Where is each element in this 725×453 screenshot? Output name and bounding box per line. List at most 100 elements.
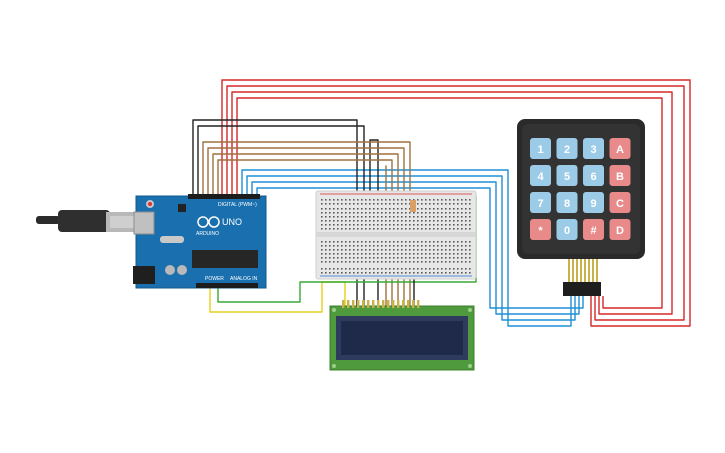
breadboard-hole [341,253,343,255]
breadboard-hole [357,249,359,251]
breadboard-hole [349,203,351,205]
keypad-key-*[interactable] [530,219,551,240]
breadboard-hole [365,203,367,205]
keypad-key-label: 3 [590,144,596,156]
breadboard-hole [453,212,455,214]
keypad-key-6[interactable] [583,165,604,186]
keypad-key-1[interactable] [530,138,551,159]
breadboard-hole [445,203,447,205]
breadboard-hole [357,257,359,259]
breadboard-hole [393,272,395,274]
breadboard-hole [413,212,415,214]
breadboard-hole [385,245,387,247]
breadboard-hole [433,216,435,218]
breadboard-hole [433,224,435,226]
breadboard-hole [409,249,411,251]
breadboard-hole [385,224,387,226]
breadboard-hole [433,253,435,255]
breadboard-hole [341,203,343,205]
keypad-key-4[interactable] [530,165,551,186]
breadboard-hole [345,208,347,210]
breadboard-hole [325,224,327,226]
reset-button-cap[interactable] [148,202,152,206]
keypad-key-3[interactable] [583,138,604,159]
breadboard-hole [409,203,411,205]
breadboard-hole [437,241,439,243]
breadboard-hole [397,257,399,259]
breadboard-hole [341,208,343,210]
breadboard-hole [373,228,375,230]
breadboard-hole [433,212,435,214]
wire-red-1 [221,79,691,327]
breadboard-hole [425,199,427,201]
breadboard-hole [373,220,375,222]
keypad-key-C[interactable] [609,192,631,213]
lcd-pin [347,300,350,308]
breadboard-hole [449,257,451,259]
breadboard-hole [337,203,339,205]
breadboard-hole [437,249,439,251]
breadboard-hole [365,220,367,222]
breadboard-hole [401,268,403,270]
breadboard-hole [381,208,383,210]
breadboard-hole [341,224,343,226]
keypad-key-8[interactable] [556,192,578,213]
wire-red-4 [236,97,663,309]
breadboard-hole [449,208,451,210]
breadboard-hole [413,220,415,222]
breadboard-hole [345,220,347,222]
breadboard-hole [433,261,435,263]
keypad-key-B[interactable] [609,165,631,186]
breadboard-hole [389,245,391,247]
breadboard-hole [337,220,339,222]
breadboard-holes [321,199,471,274]
breadboard-hole [453,249,455,251]
breadboard-hole [381,257,383,259]
breadboard-hole [445,216,447,218]
keypad-key-D[interactable] [609,219,631,240]
breadboard-hole [425,261,427,263]
breadboard-hole [457,253,459,255]
breadboard-hole [337,261,339,263]
breadboard-hole [409,253,411,255]
breadboard-hole [349,268,351,270]
breadboard-hole [325,220,327,222]
keypad-key-#[interactable] [583,219,604,240]
breadboard-hole [441,241,443,243]
breadboard-hole [397,199,399,201]
keypad-key-A[interactable] [609,138,631,159]
breadboard-hole [421,203,423,205]
breadboard-hole [337,224,339,226]
breadboard-hole [441,220,443,222]
breadboard-hole [457,257,459,259]
keypad-key-7[interactable] [530,192,551,213]
icsp-header [178,204,186,212]
breadboard-hole [433,228,435,230]
keypad-key-2[interactable] [556,138,578,159]
breadboard-hole [341,245,343,247]
breadboard-hole [461,268,463,270]
breadboard-hole [353,203,355,205]
breadboard-hole [421,228,423,230]
breadboard-hole [393,199,395,201]
breadboard-hole [461,220,463,222]
breadboard-hole [417,220,419,222]
breadboard-hole [469,261,471,263]
breadboard-hole [397,253,399,255]
breadboard-hole [389,208,391,210]
breadboard-hole [333,208,335,210]
keypad-key-9[interactable] [583,192,604,213]
breadboard-hole [429,261,431,263]
breadboard-hole [325,208,327,210]
keypad-key-0[interactable] [556,219,578,240]
keypad-key-5[interactable] [556,165,578,186]
wire-yellow-5v [209,281,346,313]
breadboard [315,190,477,280]
breadboard-hole [449,203,451,205]
keypad-ribbon-pin [568,259,570,283]
breadboard-hole [321,203,323,205]
breadboard-hole [385,199,387,201]
breadboard-hole [433,241,435,243]
lcd-pin [367,300,370,308]
